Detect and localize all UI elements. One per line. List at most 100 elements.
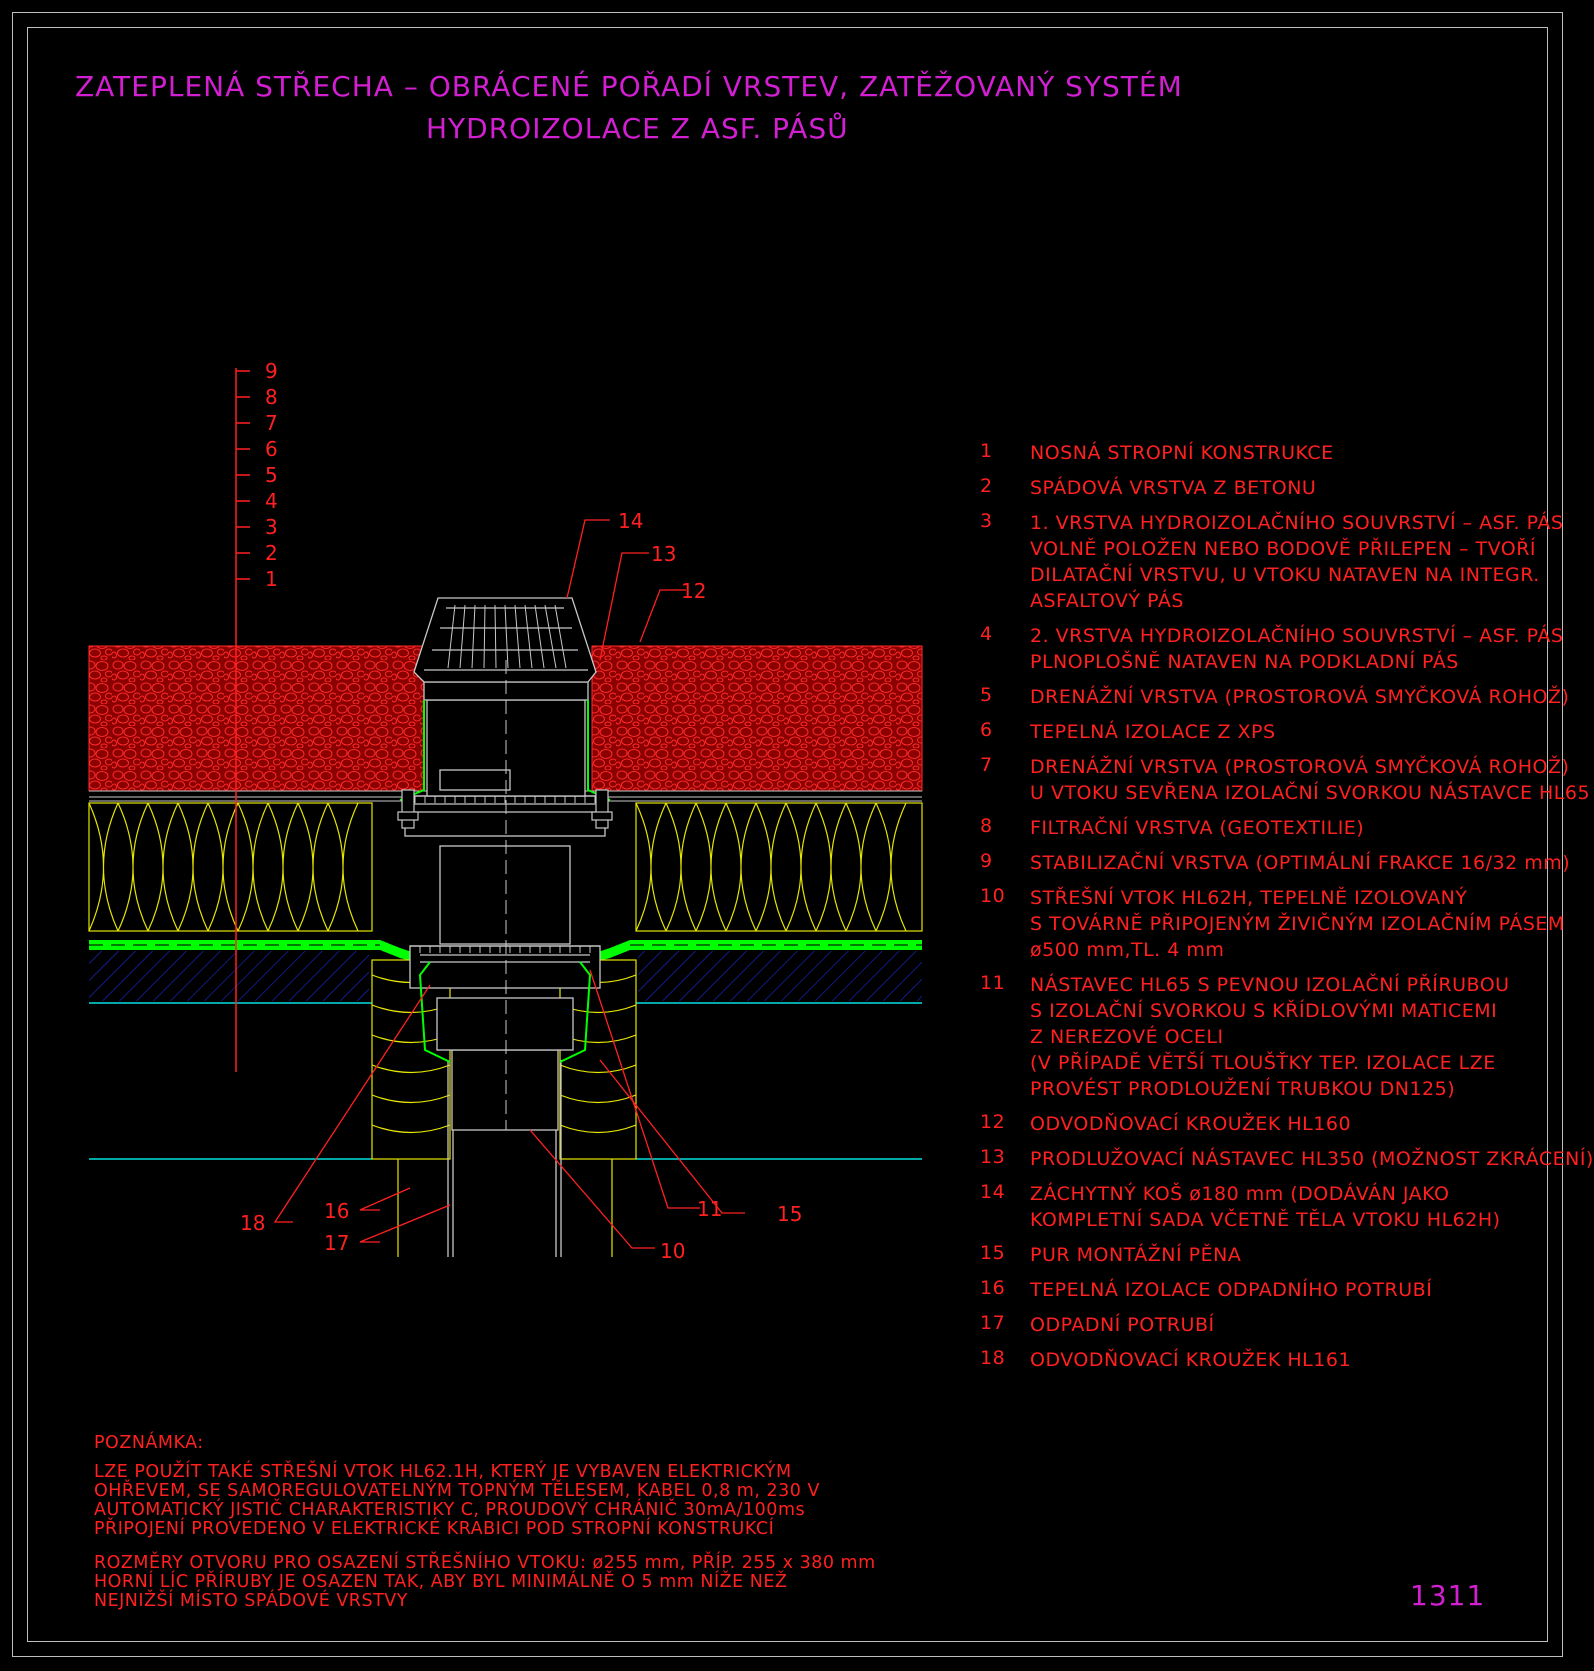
legend-line: PRODLUŽOVACÍ NÁSTAVEC HL350 (MOŽNOST ZKR…: [1030, 1148, 1594, 1170]
legend-line: TEPELNÁ IZOLACE ODPADNÍHO POTRUBÍ: [1030, 1279, 1433, 1301]
waterproofing-membrane: [89, 940, 922, 966]
xps-insulation: [88, 802, 923, 932]
outer-frame: [12, 12, 1563, 1657]
legend-number: 12: [980, 1111, 1006, 1133]
legend-number: 2: [980, 475, 993, 497]
legend-number: 17: [980, 1312, 1006, 1334]
leader-lines: [273, 519, 745, 1249]
legend-number: 16: [980, 1277, 1006, 1299]
legend-item: 8 FILTRAČNÍ VRSTVA (GEOTEXTILIE): [980, 815, 1594, 841]
tick-label-1: 1: [265, 567, 278, 591]
legend-number: 4: [980, 623, 993, 645]
callout-15: 15: [777, 1202, 802, 1226]
title-line-2: HYDROIZOLACE Z ASF. PÁSŮ: [426, 112, 849, 145]
legend-number: 11: [980, 972, 1006, 994]
legend-line: VOLNĚ POLOŽEN NEBO BODOVĚ PŘILEPEN – TVO…: [1030, 538, 1537, 560]
callout-18: 18: [240, 1211, 265, 1235]
legend-text: ODVODŇOVACÍ KROUŽEK HL160: [1030, 1111, 1594, 1137]
legend-item: 4 2. VRSTVA HYDROIZOLAČNÍHO SOUVRSTVÍ – A…: [980, 623, 1594, 675]
legend-text: DRENÁŽNÍ VRSTVA (PROSTOROVÁ SMYČKOVÁ ROH…: [1030, 754, 1594, 806]
note-line-4: PŘIPOJENÍ PROVEDENO V ELEKTRICKÉ KRABICI…: [94, 1519, 775, 1539]
legend-line: ODVODŇOVACÍ KROUŽEK HL160: [1030, 1113, 1352, 1135]
legend-line: SPÁDOVÁ VRSTVA Z BETONU: [1030, 477, 1317, 499]
legend-line: STABILIZAČNÍ VRSTVA (OPTIMÁLNÍ FRAKCE 16…: [1030, 852, 1571, 874]
legend-text: 1. VRSTVA HYDROIZOLAČNÍHO SOUVRSTVÍ – AS…: [1030, 510, 1594, 614]
tick-label-4: 4: [265, 489, 278, 513]
inner-frame: [27, 27, 1548, 1642]
legend-text: TEPELNÁ IZOLACE Z XPS: [1030, 719, 1594, 745]
sheet-number: 1311: [1410, 1579, 1486, 1612]
note2-line-1: ROZMĚRY OTVORU PRO OSAZENÍ STŘEŠNÍHO VTO…: [94, 1553, 876, 1573]
tick-label-5: 5: [265, 463, 278, 487]
catch-basket: [413, 597, 597, 683]
legend-number: 15: [980, 1242, 1006, 1264]
note-heading: POZNÁMKA:: [94, 1433, 204, 1453]
drain-body: [404, 681, 606, 1131]
clamp-bolts: [397, 789, 613, 829]
legend-number: 7: [980, 754, 993, 776]
layer-scale: [235, 368, 250, 1072]
legend-line: U VTOKU SEVŘENA IZOLAČNÍ SVORKOU NÁSTAVC…: [1030, 782, 1591, 804]
tick-label-8: 8: [265, 385, 278, 409]
legend-line: Z NEREZOVÉ OCELI: [1030, 1026, 1224, 1048]
note2-line-2: HORNÍ LÍC PŘÍRUBY JE OSAZEN TAK, ABY BYL…: [94, 1572, 788, 1592]
legend-line: ODPADNÍ POTRUBÍ: [1030, 1314, 1215, 1336]
legend-text: ODVODŇOVACÍ KROUŽEK HL161: [1030, 1347, 1594, 1373]
legend-line: DRENÁŽNÍ VRSTVA (PROSTOROVÁ SMYČKOVÁ ROH…: [1030, 756, 1570, 778]
legend-line: NOSNÁ STROPNÍ KONSTRUKCE: [1030, 442, 1334, 464]
legend-line: ZÁCHYTNÝ KOŠ ø180 mm (DODÁVÁN JAKO: [1030, 1183, 1450, 1205]
callout-12: 12: [681, 579, 706, 603]
legend-item: 3 1. VRSTVA HYDROIZOLAČNÍHO SOUVRSTVÍ – A…: [980, 510, 1594, 614]
legend-text: PUR MONTÁŽNÍ PĚNA: [1030, 1242, 1594, 1268]
callout-17: 17: [324, 1231, 349, 1255]
callout-labels: 14 13 12 18 16 17 11 15 10: [240, 509, 802, 1263]
legend-number: 10: [980, 885, 1006, 907]
legend-line: KOMPLETNÍ SADA VČETNĚ TĚLA VTOKU HL62H): [1030, 1209, 1501, 1231]
legend-text: DRENÁŽNÍ VRSTVA (PROSTOROVÁ SMYČKOVÁ ROH…: [1030, 684, 1594, 710]
legend-line: 1. VRSTVA HYDROIZOLAČNÍHO SOUVRSTVÍ – AS…: [1030, 512, 1564, 534]
legend-text: ZÁCHYTNÝ KOŠ ø180 mm (DODÁVÁN JAKO KOMPLE…: [1030, 1181, 1594, 1233]
callout-13: 13: [651, 542, 676, 566]
legend-line: STŘEŠNÍ VTOK HL62H, TEPELNĚ IZOLOVANÝ: [1030, 887, 1468, 909]
legend-text: PRODLUŽOVACÍ NÁSTAVEC HL350 (MOŽNOST ZKR…: [1030, 1146, 1594, 1172]
legend-line: S IZOLAČNÍ SVORKOU S KŘÍDLOVÝMI MATICEMI: [1030, 1000, 1498, 1022]
title-line-1: ZATEPLENÁ STŘECHA – OBRÁCENÉ POŘADÍ VRST…: [75, 70, 1183, 103]
legend-line: 2. VRSTVA HYDROIZOLAČNÍHO SOUVRSTVÍ – AS…: [1030, 625, 1564, 647]
legend-line: DILATAČNÍ VRSTVU, U VTOKU NATAVEN NA INT…: [1030, 564, 1540, 586]
legend-item: 6 TEPELNÁ IZOLACE Z XPS: [980, 719, 1594, 745]
legend-line: ODVODŇOVACÍ KROUŽEK HL161: [1030, 1349, 1352, 1371]
legend-text: SPÁDOVÁ VRSTVA Z BETONU: [1030, 475, 1594, 501]
note-line-1: LZE POUŽÍT TAKÉ STŘEŠNÍ VTOK HL62.1H, KT…: [94, 1462, 792, 1482]
legend-line: PLNOPLOŠNĚ NATAVEN NA PODKLADNÍ PÁS: [1030, 651, 1459, 673]
legend-item: 15 PUR MONTÁŽNÍ PĚNA: [980, 1242, 1594, 1268]
tick-label-7: 7: [265, 411, 278, 435]
legend-text: STŘEŠNÍ VTOK HL62H, TEPELNĚ IZOLOVANÝ S T…: [1030, 885, 1594, 963]
legend-line: ASFALTOVÝ PÁS: [1030, 590, 1184, 612]
legend-number: 6: [980, 719, 993, 741]
legend-number: 3: [980, 510, 993, 532]
legend-line: ø500 mm,TL. 4 mm: [1030, 939, 1225, 961]
slope-concrete: [89, 951, 922, 1004]
legend-line: S TOVÁRNĚ PŘIPOJENÝM ŽIVIČNÝM IZOLAČNÍM …: [1030, 913, 1565, 935]
legend-text: 2. VRSTVA HYDROIZOLAČNÍHO SOUVRSTVÍ – AS…: [1030, 623, 1594, 675]
legend-text: STABILIZAČNÍ VRSTVA (OPTIMÁLNÍ FRAKCE 16…: [1030, 850, 1594, 876]
legend-line: TEPELNÁ IZOLACE Z XPS: [1030, 721, 1276, 743]
legend-number: 8: [980, 815, 993, 837]
note-line-2: OHŘEVEM, SE SAMOREGULOVATELNÝM TOPNÝM TĚ…: [94, 1481, 820, 1501]
legend-item: 7 DRENÁŽNÍ VRSTVA (PROSTOROVÁ SMYČKOVÁ RO…: [980, 754, 1594, 806]
note2-line-3: NEJNIŽŠÍ MÍSTO SPÁDOVÉ VRSTVY: [94, 1591, 408, 1611]
note-line-3: AUTOMATICKÝ JISTIČ CHARAKTERISTIKY C, PR…: [94, 1500, 806, 1520]
tick-label-2: 2: [265, 541, 278, 565]
note-block: POZNÁMKA: LZE POUŽÍT TAKÉ STŘEŠNÍ VTOK H…: [94, 1434, 876, 1611]
legend-line: PROVÉST PRODLOUŽENÍ TRUBKOU DN125): [1030, 1078, 1456, 1100]
legend-line: PUR MONTÁŽNÍ PĚNA: [1030, 1244, 1242, 1266]
legend-text: FILTRAČNÍ VRSTVA (GEOTEXTILIE): [1030, 815, 1594, 841]
